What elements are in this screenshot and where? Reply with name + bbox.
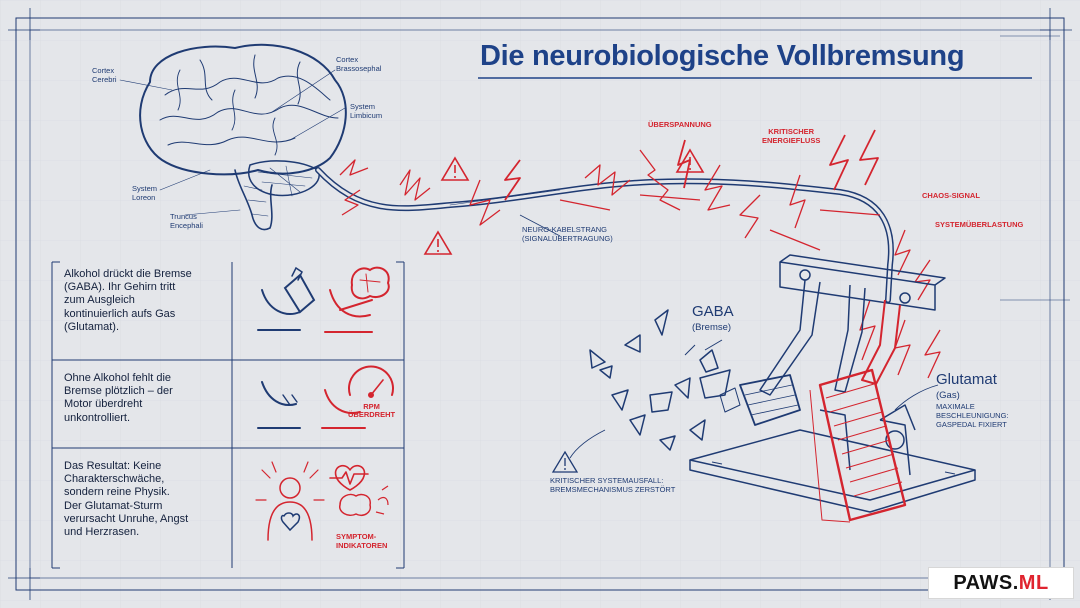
rpm-gauge-icon (321, 365, 394, 429)
label-cortex-brassosephal: Cortex Brassosephal (336, 55, 382, 73)
brain-illustration (119, 43, 347, 231)
brake-alcohol-icon (257, 266, 316, 331)
neuro-cable (315, 167, 894, 303)
label-ueberspannung: ÜBERSPANNUNG (648, 120, 712, 129)
panel-3-text: Das Resultat: Keine Charakterschwäche, s… (64, 460, 189, 539)
label-truncus-encephali: Truncus Encephali (170, 212, 203, 230)
glutamat-subtitle: (Gas) (936, 390, 960, 401)
glutamat-note: MAXIMALE BESCHLEUNIGUNG: GASPEDAL FIXIER… (936, 402, 1009, 429)
label-systemueberlastung: SYSTEMÜBERLASTUNG (935, 220, 1024, 229)
symptom-indicator-label: SYMPTOM- INDIKATOREN (336, 532, 388, 550)
panel-1-text: Alkohol drückt die Bremse (GABA). Ihr Ge… (64, 268, 192, 333)
page-title: Die neurobiologische Vollbremsung (480, 40, 965, 72)
panel-2-text: Ohne Alkohol fehlt die Bremse plötzlich … (64, 372, 173, 424)
heartbeat-icon (329, 464, 369, 491)
gas-pedal (809, 299, 907, 523)
label-neuro-kabelstrang: NEURO-KABELSTRANG (SIGNALÜBERTRAGUNG) (522, 225, 613, 243)
paws-watermark: PAWS.ML (928, 567, 1074, 599)
label-system-loreon: System Loreon (132, 184, 158, 202)
electric-shocks (339, 129, 941, 379)
gaba-title: GABA (692, 303, 734, 320)
pedal-assembly (519, 214, 976, 513)
glutamat-title: Glutamat (936, 371, 997, 388)
broken-brake-icon (257, 381, 301, 429)
failure-warning-icon (551, 450, 579, 473)
label-chaos-signal: CHAOS-SIGNAL (922, 191, 980, 200)
label-kritischer-energiefluss: KRITISCHER ENERGIEFLUSS (762, 127, 821, 145)
rpm-label: RPM ÜBERDREHT (348, 402, 396, 419)
symptom-brain-icon (339, 485, 389, 517)
warning-icon (423, 148, 705, 255)
panel-frame (51, 261, 405, 569)
gas-brain-icon (324, 266, 390, 333)
gaba-subtitle: (Bremse) (692, 322, 732, 333)
label-cortex-cerebri: Cortex Cerebri (92, 66, 117, 84)
anxious-person-icon (255, 461, 325, 541)
failure-note: KRITISCHER SYSTEMAUSFALL: BREMSMECHANISM… (550, 476, 676, 494)
label-system-limbicum: System Limbicum (350, 102, 383, 120)
